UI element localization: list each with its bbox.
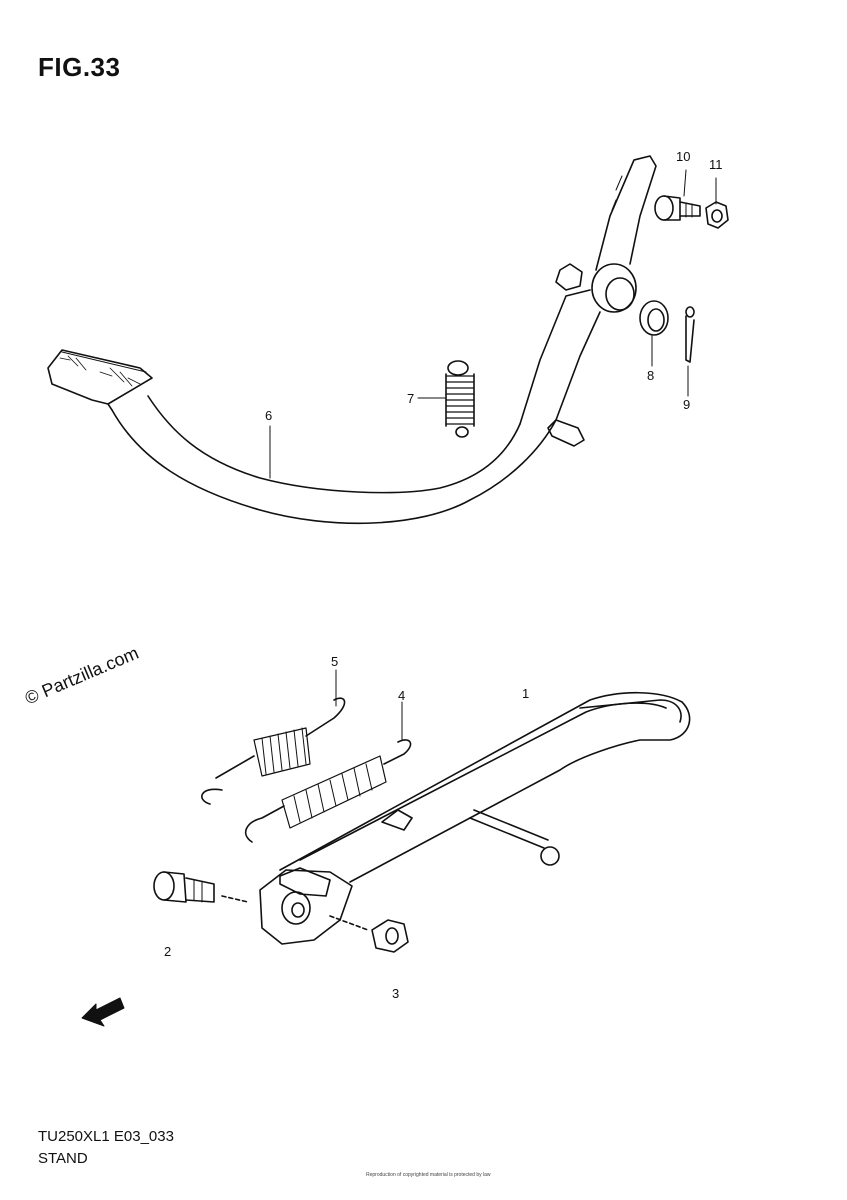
footer-diagram-name: STAND — [38, 1150, 88, 1167]
nut-3 — [329, 915, 409, 953]
pivot-bolt-2 — [153, 871, 249, 903]
pedal-return-spring — [445, 360, 475, 438]
forward-arrow — [81, 997, 125, 1027]
side-stand-1 — [259, 691, 691, 945]
callout-11: 11 — [709, 157, 723, 172]
stand-spring-5 — [201, 697, 346, 805]
footer-diagram-code: TU250XL1 E03_033 — [38, 1128, 174, 1145]
callout-8: 8 — [647, 368, 655, 383]
callout-10: 10 — [676, 149, 691, 164]
brake-pedal-arm — [47, 155, 657, 525]
figure-title: FIG.33 — [38, 52, 121, 82]
callout-4: 4 — [398, 688, 406, 703]
washer-8 — [639, 300, 669, 336]
callout-3: 3 — [392, 986, 400, 1001]
callout-6: 6 — [265, 408, 273, 423]
cotter-pin-9 — [685, 306, 695, 363]
leader-lines — [269, 169, 717, 741]
stand-spring-4 — [244, 739, 412, 843]
callout-5: 5 — [331, 654, 339, 669]
nut-11 — [705, 201, 729, 229]
callout-9: 9 — [683, 397, 691, 412]
callout-7: 7 — [407, 391, 415, 406]
bolt-10 — [654, 195, 701, 221]
callout-2: 2 — [164, 944, 172, 959]
footer-small-print: Reproduction of copyrighted material is … — [366, 1172, 491, 1178]
callout-1: 1 — [522, 686, 530, 701]
